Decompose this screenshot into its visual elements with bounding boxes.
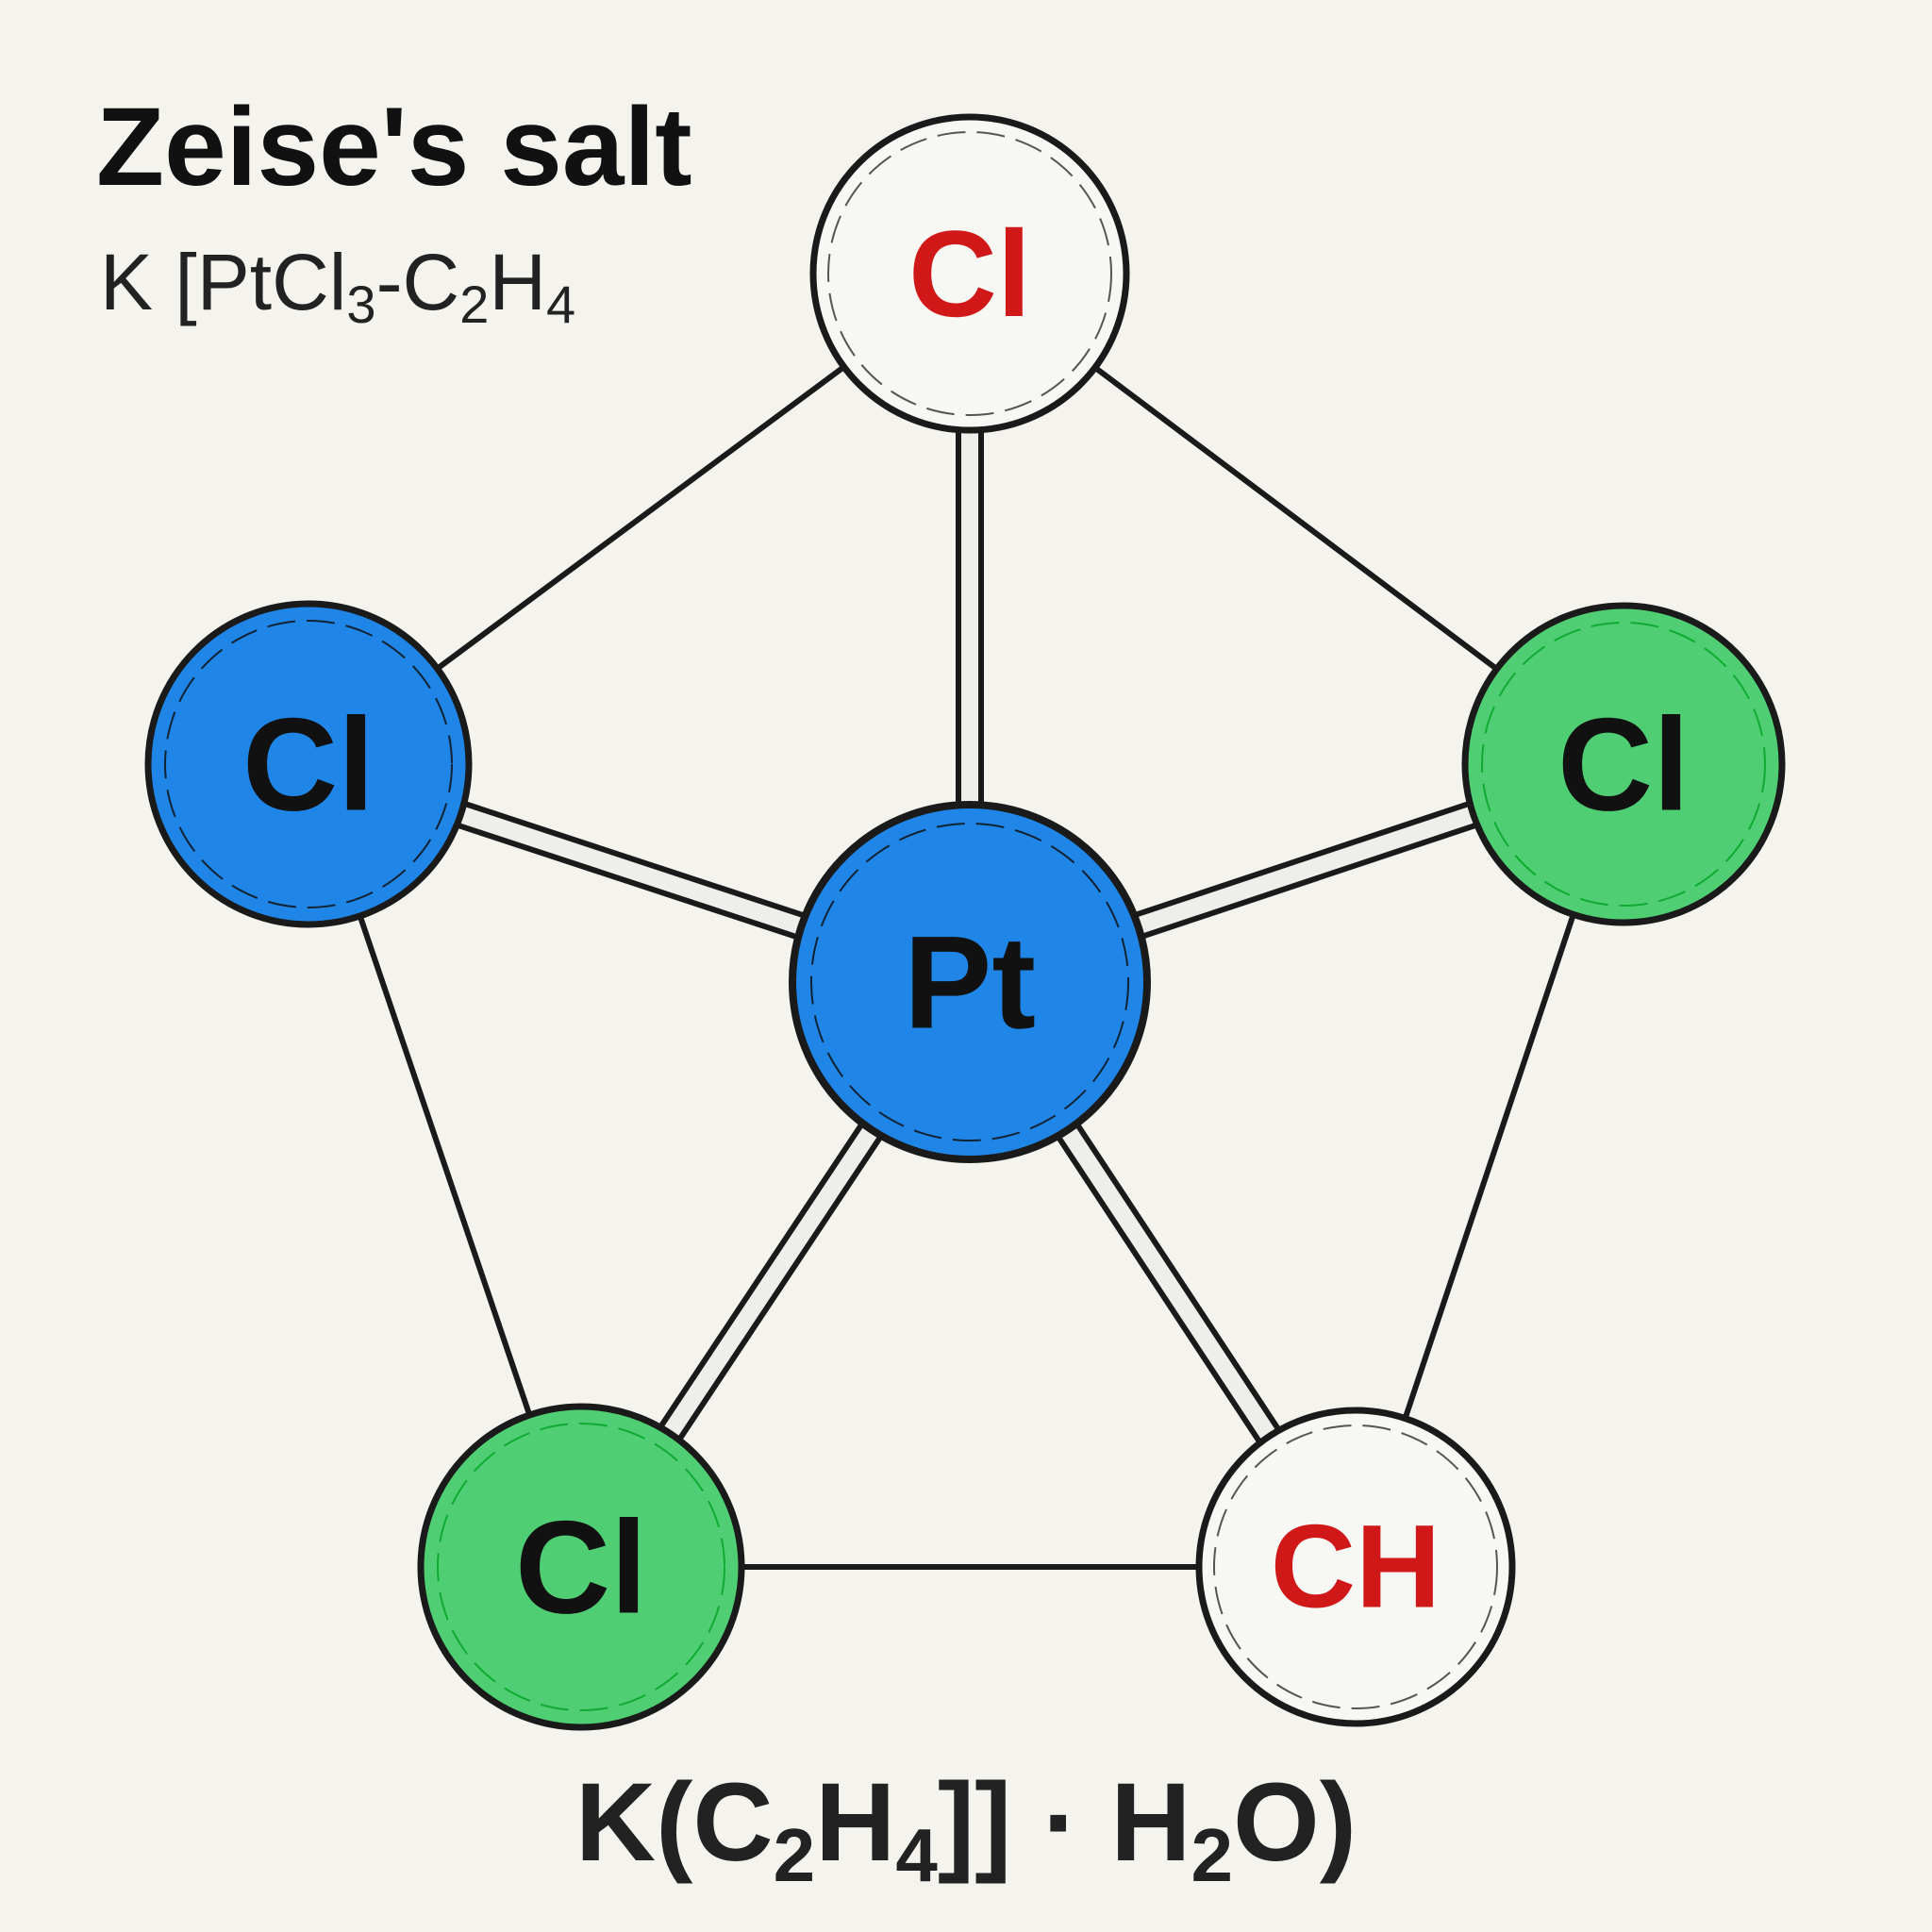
- atom-right: Cl: [1461, 602, 1786, 926]
- atom-label-bottom-left: Cl: [515, 1493, 647, 1641]
- page-title: Zeise's salt: [96, 85, 692, 209]
- atom-label-center: Pt: [904, 908, 1036, 1057]
- atom-top: Cl: [809, 113, 1130, 434]
- atom-center-pt: Pt: [789, 801, 1151, 1163]
- atom-bottom-left: Cl: [417, 1403, 745, 1731]
- atom-label-left: Cl: [242, 691, 375, 839]
- atom-label-bottom-right: CH: [1271, 1502, 1441, 1633]
- formula-top: K [PtCl3-C2H4: [100, 238, 575, 334]
- atom-left: Cl: [144, 600, 473, 928]
- formula-bottom: K(C2H4]] · H2O): [575, 1760, 1357, 1897]
- atom-label-top: Cl: [908, 205, 1031, 342]
- atom-bottom-right: CH: [1195, 1407, 1516, 1727]
- atom-label-right: Cl: [1557, 691, 1690, 839]
